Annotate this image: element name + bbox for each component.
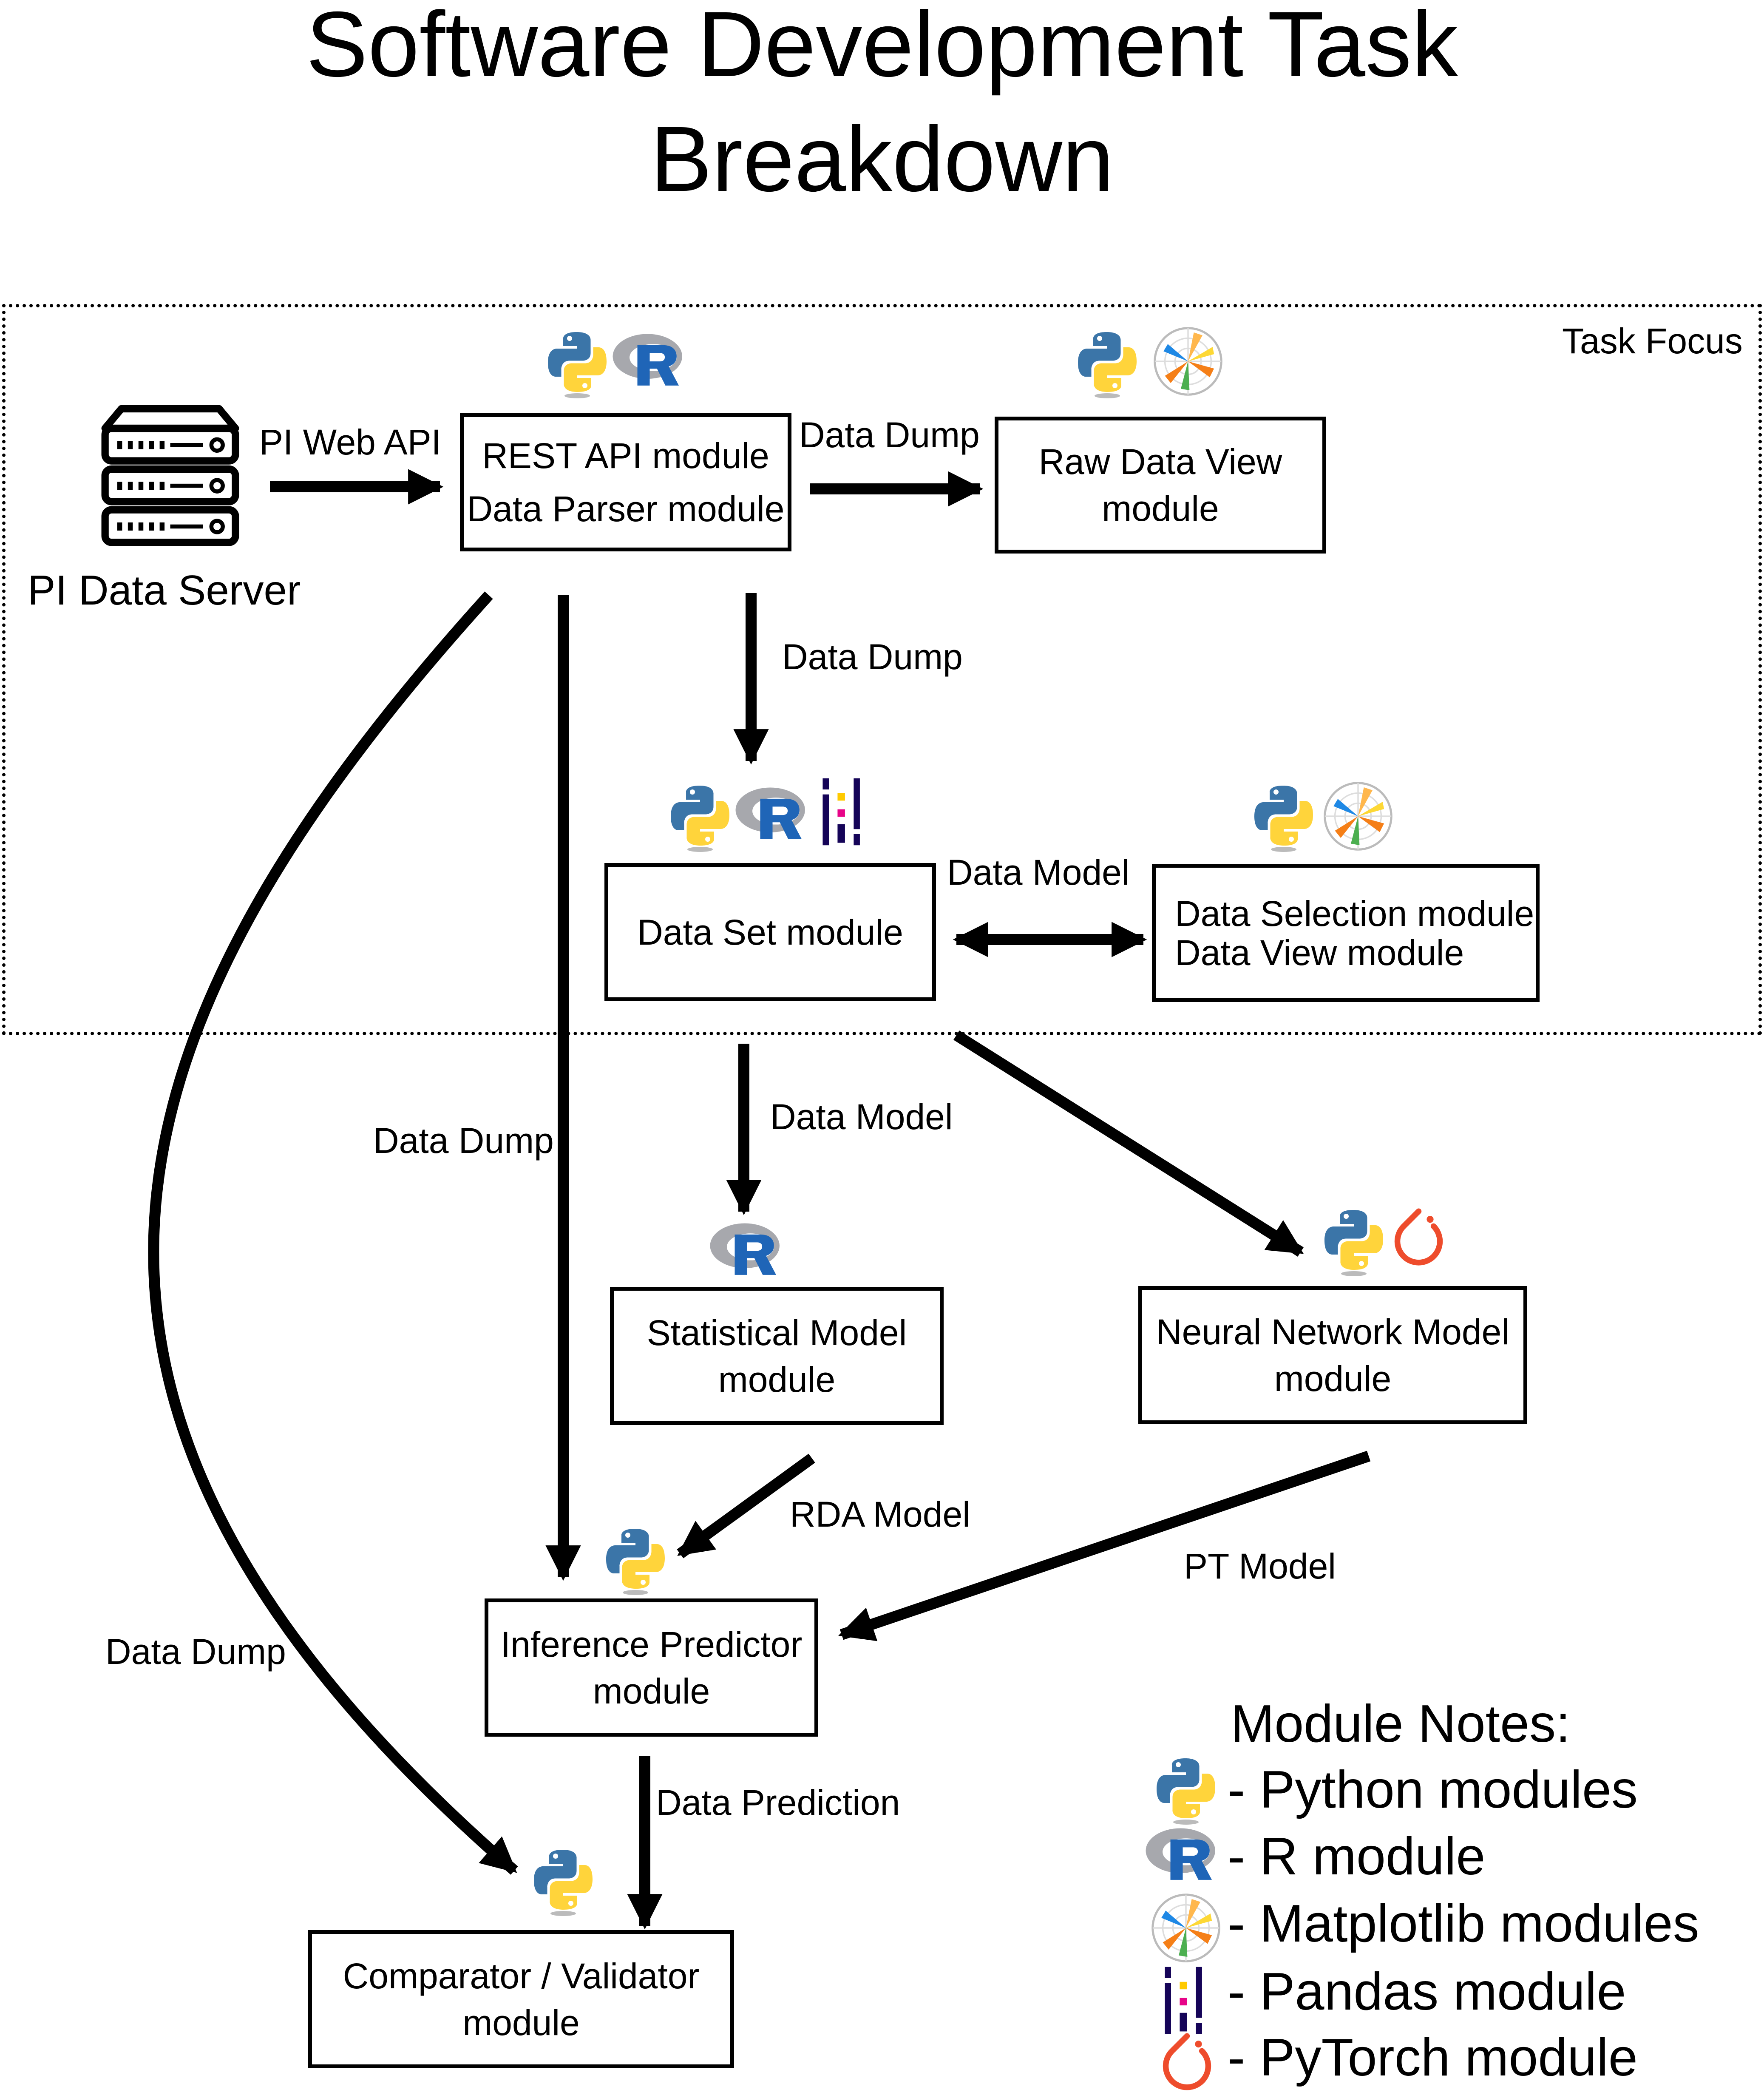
r-icon [610,329,689,391]
legend-title: Module Notes: [1231,1695,1571,1753]
legend-matplotlib-text: - Matplotlib modules [1228,1894,1699,1953]
neural-network-line1: Neural Network Model [1156,1312,1509,1352]
edge-nn-to-inference [838,1451,1371,1641]
legend-r-text: - R module [1228,1827,1486,1886]
python-icon [1252,783,1316,853]
rest-api-module-line2: Data Parser module [467,489,785,529]
task-focus-region [2,304,1762,1035]
neural-network-line2: module [1274,1358,1392,1399]
edge-label-dataset-selection: Data Model [947,852,1130,892]
edge-stat-to-inference [677,1454,815,1559]
rest-api-module-box: REST API module Data Parser module [460,413,791,551]
legend-pytorch-text: - PyTorch module [1228,2028,1638,2087]
comparator-validator-line1: Comparator / Validator [343,1956,700,1996]
raw-data-view-line1: Raw Data View [1038,442,1282,482]
server-icon [97,404,244,551]
edge-label-inference-to-comparator: Data Prediction [656,1783,900,1823]
pandas-icon [818,775,869,849]
edge-label-pi-web-api: PI Web API [259,422,441,462]
edge-label-nn-to-inference: PT Model [1184,1546,1336,1586]
edge-label-dataset-to-stat: Data Model [770,1097,953,1137]
data-set-module-box: Data Set module [604,863,936,1001]
matplotlib-icon [1322,780,1394,852]
legend-python-text: - Python modules [1228,1760,1638,1819]
edge-label-stat-to-inference: RDA Model [790,1494,970,1534]
comparator-validator-line2: module [462,2002,580,2043]
comparator-validator-module-box: Comparator / Validator module [308,1930,734,2068]
edge-dataset-to-nn [953,1030,1304,1257]
data-selection-line1: Data Selection module [1175,893,1534,934]
data-set-module-line1: Data Set module [637,912,903,952]
data-selection-module-box: Data Selection module Data View module [1152,864,1540,1002]
python-icon [545,329,609,400]
data-selection-line2: Data View module [1175,932,1464,973]
python-icon [531,1847,595,1917]
statistical-model-line2: module [718,1359,836,1400]
r-icon [733,783,812,845]
edge-label-rest-to-dataset: Data Dump [782,637,963,677]
inference-predictor-module-box: Inference Predictor module [485,1598,818,1737]
matplotlib-icon [1152,325,1224,397]
statistical-model-line1: Statistical Model [647,1312,907,1353]
edge-rest-to-comparator [148,591,518,1875]
r-icon [1143,1824,1222,1885]
diagram-title-line2: Breakdown [650,108,1114,211]
pandas-icon [1160,1963,1211,2038]
python-icon [1322,1207,1386,1278]
edge-label-rest-to-raw: Data Dump [799,415,980,455]
rest-api-module-line1: REST API module [482,436,769,476]
raw-data-view-line2: module [1102,488,1219,528]
legend-pandas-text: - Pandas module [1228,1962,1626,2021]
r-icon [708,1219,786,1280]
edge-label-rest-to-comparator: Data Dump [105,1632,286,1672]
edge-label-rest-to-inference: Data Dump [373,1121,554,1161]
matplotlib-icon [1150,1892,1222,1964]
task-focus-label: Task Focus [1562,321,1743,361]
python-icon [1075,329,1139,400]
neural-network-model-module-box: Neural Network Model module [1138,1286,1527,1424]
raw-data-view-module-box: Raw Data View module [995,417,1326,554]
python-icon [668,783,732,853]
server-label: PI Data Server [28,567,301,613]
pytorch-icon [1158,2030,1216,2094]
diagram-title-line1: Software Development Task [306,0,1458,96]
statistical-model-module-box: Statistical Model module [610,1287,944,1425]
pytorch-icon [1390,1205,1447,1269]
python-icon [604,1526,667,1596]
inference-predictor-line1: Inference Predictor [500,1624,803,1664]
python-icon [1154,1756,1218,1826]
inference-predictor-line2: module [593,1671,710,1711]
